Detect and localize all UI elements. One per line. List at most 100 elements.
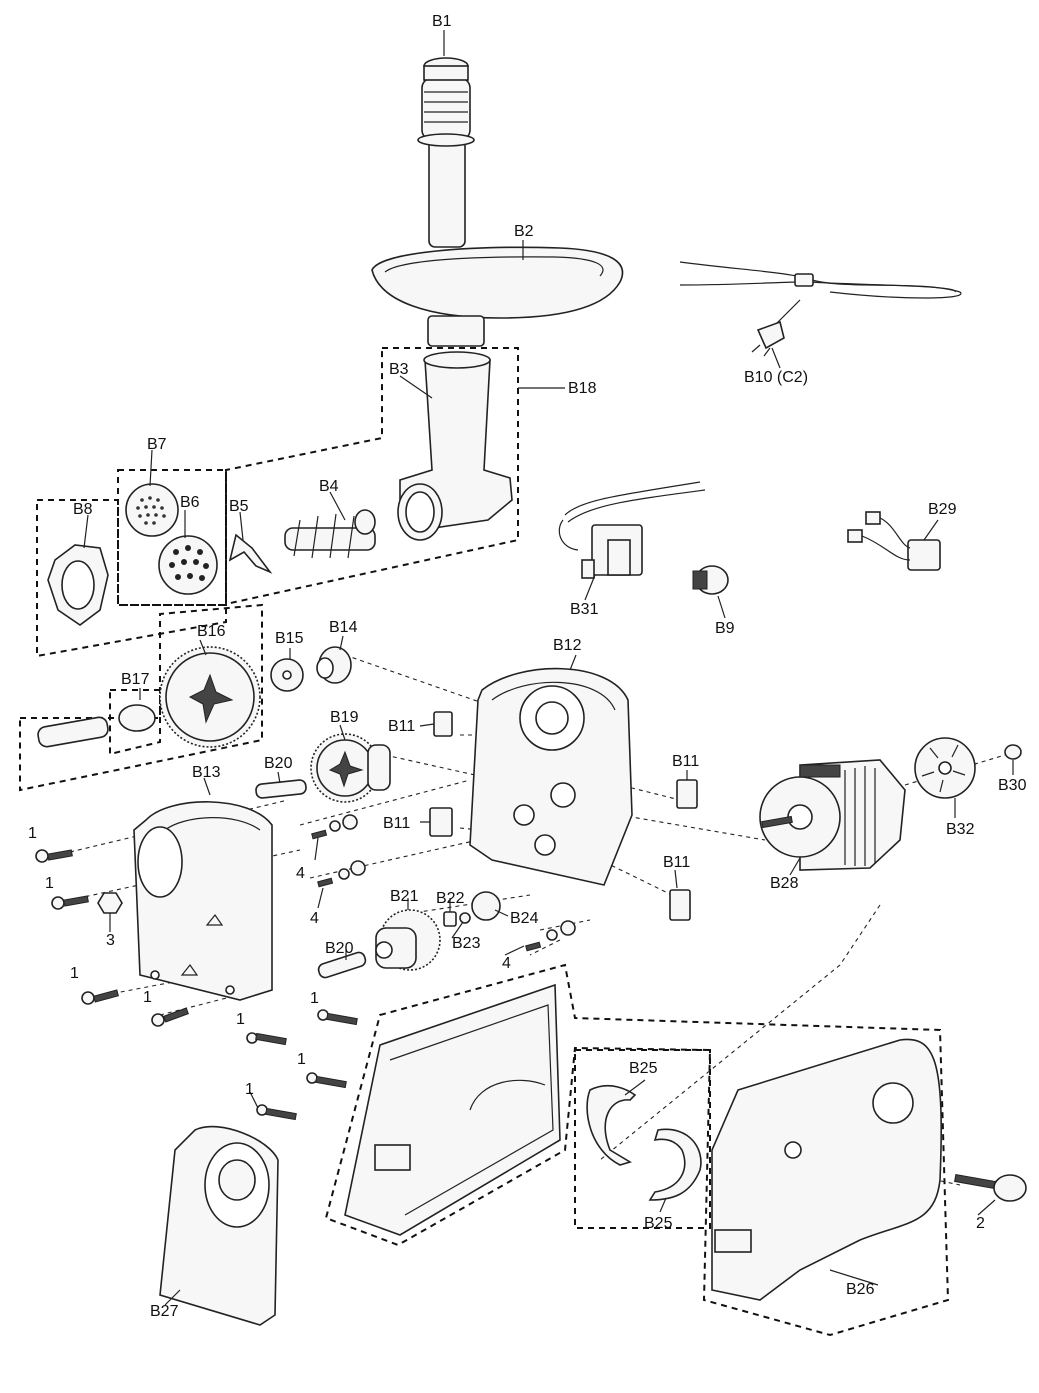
- washer-b23: [459, 912, 471, 924]
- plate-b7: [125, 483, 179, 537]
- housing-b13: [133, 801, 273, 1001]
- ring-nut-b8: [47, 544, 109, 626]
- tray-b2: [371, 246, 624, 347]
- label-b14: B14: [329, 619, 358, 636]
- label-b11-4: B11: [663, 854, 690, 871]
- gear-b16: [159, 646, 261, 748]
- label-b30: B30: [998, 777, 1027, 794]
- base-housing-left: [344, 983, 561, 1236]
- screw-1-c: [81, 989, 119, 1005]
- label-b24: B24: [510, 910, 539, 927]
- label-b31: B31: [570, 601, 599, 618]
- label-screw-set-4: 4: [296, 865, 305, 882]
- leader: [83, 30, 1014, 1306]
- leader-dashed: [399, 894, 531, 916]
- plate-b6: [158, 535, 218, 595]
- label-b11-3: B11: [383, 815, 410, 832]
- label-screw-set-4: 4: [502, 955, 511, 972]
- screw-1-d: [151, 1007, 189, 1027]
- motor-b28: [759, 759, 906, 871]
- pin-b22: [443, 911, 457, 927]
- plate-b24: [471, 891, 501, 921]
- clip-b25-lower: [648, 1128, 702, 1201]
- label-b23: B23: [452, 935, 481, 952]
- label-screw-1: 1: [45, 875, 54, 892]
- label-b28: B28: [770, 875, 799, 892]
- label-nut-3: 3: [106, 932, 115, 949]
- bushing-b30: [1004, 744, 1022, 760]
- label-b10: B10 (C2): [744, 369, 808, 386]
- label-b29: B29: [928, 501, 957, 518]
- label-b20-upper: B20: [264, 755, 293, 772]
- label-b19: B19: [330, 709, 359, 726]
- label-b18: B18: [568, 380, 597, 397]
- gear-b21: [375, 909, 441, 971]
- brush-b11-3: [429, 807, 453, 837]
- leader-dashed: [599, 904, 881, 1161]
- label-b15: B15: [275, 630, 304, 647]
- shaft-b17: [37, 704, 156, 748]
- screw-1-e: [246, 1032, 287, 1046]
- group-b25-boundary: [574, 1049, 711, 1229]
- label-b25-upper: B25: [629, 1060, 658, 1077]
- label-b20-lower: B20: [325, 940, 354, 957]
- label-screw-1: 1: [245, 1081, 254, 1098]
- label-b1: B1: [432, 13, 452, 30]
- label-b32: B32: [946, 821, 975, 838]
- label-screw-1: 1: [297, 1051, 306, 1068]
- power-cord-b10: [679, 261, 962, 357]
- label-screw-1: 1: [70, 965, 79, 982]
- switch-b31: [558, 481, 706, 579]
- label-b21: B21: [390, 888, 419, 905]
- nut-3: [97, 892, 123, 914]
- label-b25-lower: B25: [644, 1215, 673, 1232]
- label-b17: B17: [121, 671, 150, 688]
- leader-dashed: [299, 779, 471, 826]
- screw-1-f: [317, 1009, 358, 1026]
- screw-set-4c: [525, 920, 576, 952]
- label-screw-set-4: 4: [310, 910, 319, 927]
- pin-b20-lower: [317, 951, 367, 979]
- fan-b32: [914, 737, 976, 799]
- washer-b15: [270, 658, 304, 692]
- leader-dashed: [619, 814, 766, 841]
- label-b8: B8: [73, 501, 93, 518]
- pusher-b1: [417, 57, 475, 248]
- gear-b19: [310, 733, 391, 803]
- label-b7: B7: [147, 436, 167, 453]
- group-b6-b7-boundary: [117, 469, 227, 606]
- button-b9: [692, 565, 729, 595]
- clip-b25-upper: [586, 1085, 637, 1166]
- capacitor-b29: [847, 511, 941, 571]
- group-b17-boundary: [109, 689, 161, 756]
- label-b5: B5: [229, 498, 249, 515]
- label-b6: B6: [180, 494, 200, 511]
- pin-b20-upper: [255, 779, 307, 799]
- label-screw-1: 1: [310, 990, 319, 1007]
- brush-b11-4: [669, 889, 691, 921]
- label-b22: B22: [436, 890, 465, 907]
- label-screw-1: 1: [143, 989, 152, 1006]
- screw-1-a: [35, 849, 73, 863]
- label-screw-1: 1: [236, 1011, 245, 1028]
- screw-1-b: [51, 895, 89, 910]
- label-b13: B13: [192, 764, 221, 781]
- bushing-b14: [316, 646, 352, 684]
- group-b26-boundary: [324, 963, 950, 1337]
- grinder-body-b3: [397, 351, 513, 541]
- blade-b5: [228, 533, 273, 574]
- group-b18-boundary: [225, 347, 519, 606]
- leader-dashed: [344, 654, 561, 731]
- screw-1-h: [256, 1104, 297, 1121]
- label-b12: B12: [553, 637, 582, 654]
- screw-set-4a: [311, 814, 358, 840]
- label-b16: B16: [197, 623, 226, 640]
- label-screw-1: 1: [28, 825, 37, 842]
- housing-b12: [469, 667, 633, 886]
- group-b16-boundary: [19, 603, 263, 792]
- cover-b27: [159, 1125, 279, 1326]
- label-b27: B27: [150, 1303, 179, 1320]
- label-b11-1: B11: [388, 718, 415, 735]
- brush-b11-2: [676, 779, 698, 809]
